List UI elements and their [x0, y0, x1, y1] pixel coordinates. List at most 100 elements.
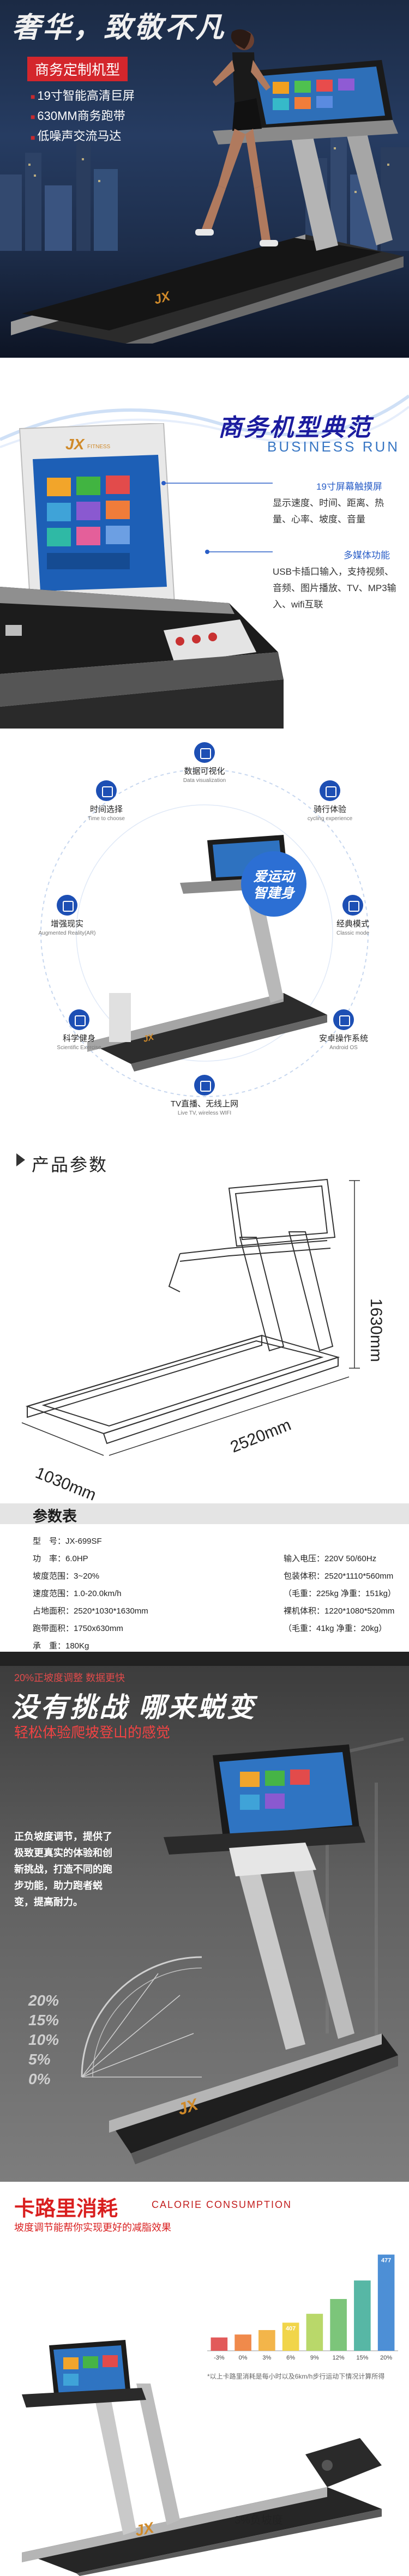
chart-tick-label: 0% — [239, 2355, 248, 2361]
tv-icon — [194, 1075, 215, 1096]
runner-figure — [195, 29, 278, 246]
params-row: 占地面积：2520*1030*1630mm 裸机体积：1220*1080*520m… — [33, 1603, 395, 1620]
grade-label: 5% — [28, 2051, 51, 2068]
dims-title: 产品参数 — [32, 1155, 109, 1175]
chart-bar — [210, 2337, 228, 2351]
feature-label: 骑行体验 — [313, 805, 346, 814]
calorie-section: JX 卡路里消耗 CALORIE CONSUMPTION 坡度调节能帮你实现更好… — [0, 2182, 409, 2576]
chart-tick-label: 9% — [310, 2355, 319, 2361]
ar-icon — [57, 895, 77, 916]
incline-treadmill-image: JX — [81, 1737, 404, 2164]
chart-data-label: 407 — [286, 2325, 296, 2332]
android-icon — [333, 1009, 354, 1030]
chart-tick-label: -3% — [214, 2355, 225, 2361]
feature-label: 增强现实 — [50, 919, 83, 929]
param-right: 裸机体积：1220*1080*520mm — [284, 1606, 395, 1616]
param-right: （毛重：41kg 净重：20kg） — [284, 1624, 387, 1633]
param-left: 功 率：6.0HP — [33, 1554, 88, 1563]
feature-circle-section: JX 爱运动 智建身 时间选择 Time to choose 数据可视化 Dat… — [0, 737, 409, 1128]
param-right: （毛重：225kg 净重：151kg） — [284, 1589, 396, 1598]
chart-bar — [354, 2280, 371, 2351]
hero-feature-list: 19寸智能高清巨屏 630MM商务跑带 低噪声交流马达 — [31, 86, 135, 147]
incline-kicker: 20%正坡度调整 数据更快 — [14, 1672, 125, 1683]
svg-text:JX: JX — [142, 1032, 155, 1044]
params-row: 承 重：180Kg — [33, 1638, 393, 1652]
mode-icon — [342, 895, 363, 916]
chart-bar — [306, 2314, 323, 2351]
section-divider — [0, 1652, 409, 1666]
feature-time: 时间选择 Time to choose — [65, 780, 147, 823]
fitness-icon — [69, 1009, 89, 1030]
feature-label: 科学健身 — [62, 1034, 95, 1043]
param-right — [213, 1638, 393, 1652]
calorie-title-en: CALORIE CONSUMPTION — [152, 2199, 292, 2210]
param-right — [213, 1533, 393, 1550]
calorie-subtitle: 坡度调节能帮你实现更好的减脂效果 — [14, 2222, 171, 2233]
params-row: 型 号：JX-699SF — [33, 1533, 393, 1550]
console-brand-sub: FITNESS — [87, 444, 111, 450]
params-title: 参数表 — [33, 1508, 77, 1525]
incline-grade-list: 20% 15% 10% 5% 0% — [28, 1991, 59, 2089]
chart-tick-label: 20% — [380, 2355, 392, 2361]
chart-bar — [234, 2334, 251, 2351]
param-left: 速度范围：1.0-20.0km/h — [33, 1589, 122, 1598]
badge-line: 智建身 — [253, 886, 294, 901]
media-feature-title: 多媒体功能 — [344, 550, 390, 561]
incline-title: 没有挑战 哪来蜕变 — [11, 1692, 256, 1723]
chart-bar — [377, 2254, 395, 2351]
params-row: 跑带面积：1750x630mm（毛重：41kg 净重：20kg） — [33, 1620, 393, 1638]
feature-science: 科学健身 Scientific Exercise — [38, 1009, 120, 1052]
param-right: 输入电压：220V 50/60Hz — [284, 1554, 377, 1563]
bike-icon — [320, 780, 340, 801]
treadmill-hero-image: JX — [11, 60, 404, 344]
feature-classic: 经典模式 Classic mode — [312, 895, 394, 937]
hero-section: 奢华，致敬不凡 商务定制机型 19寸智能高清巨屏 630MM商务跑带 低噪声交流… — [0, 0, 409, 358]
negative-slope-label: 3%负坡度 — [234, 2514, 283, 2526]
feature-label-en: Time to choose — [88, 816, 125, 822]
feature-label-en: Augmented Reality(AR) — [38, 930, 96, 936]
feature-ar: 增强现实 Augmented Reality(AR) — [26, 895, 108, 937]
console-title: 商务机型典范 — [218, 414, 372, 441]
hero-feature-item: 630MM商务跑带 — [31, 106, 135, 127]
chart-icon — [194, 742, 215, 763]
feature-label: 经典模式 — [336, 919, 369, 929]
feature-label-en: Live TV, wireless WIFI — [177, 1110, 232, 1116]
console-closeup-image: JX FITNESS — [0, 423, 284, 729]
hero-model-tag: 商务定制机型 — [27, 57, 128, 81]
hero-feature-item: 低噪声交流马达 — [31, 127, 135, 147]
chart-tick-label: 15% — [356, 2355, 368, 2361]
screen-feature-title: 19寸屏幕触摸屏 — [316, 482, 382, 492]
incline-section: JX 20%正坡度调整 数据更快 没有挑战 哪来蜕变 轻松体验爬坡登山的感觉 正… — [0, 1652, 409, 2182]
grade-label: 0% — [28, 2071, 51, 2087]
feature-label-en: cycling experience — [307, 816, 353, 822]
feature-label: 时间选择 — [89, 805, 123, 814]
dimensions-section: 产品参数 — [0, 1128, 409, 1652]
chart-tick-label: 6% — [286, 2355, 295, 2361]
feature-label-en: Classic mode — [336, 930, 370, 936]
media-feature-text: USB卡插口输入，支持视频、音频、图片播放、TV、MP3输入、wifi互联 — [273, 567, 396, 610]
param-left: 占地面积：2520*1030*1630mm — [33, 1606, 148, 1616]
clock-icon — [96, 780, 117, 801]
grade-label: 20% — [28, 1992, 59, 2009]
chart-bar — [258, 2330, 275, 2351]
chart-bar — [330, 2299, 347, 2351]
chart-data-label: 477 — [381, 2258, 391, 2264]
feature-label-en: Scientific Exercise — [57, 1045, 101, 1051]
calorie-note: *以上卡路里消耗是每小时以及6km/h步行运动下情况计算所得 — [207, 2373, 385, 2380]
params-row: 速度范围：1.0-20.0km/h （毛重：225kg 净重：151kg） — [33, 1585, 396, 1603]
feature-label-en: Data visualization — [183, 778, 226, 784]
incline-description: 正负坡度调节，提供了极致更真实的体验和创新挑战，打造不同的跑步功能，助力跑者蜕变… — [14, 1831, 112, 1907]
param-right: 包装体积：2520*1110*560mm — [284, 1572, 394, 1581]
console-subtitle: BUSINESS RUN — [267, 438, 400, 455]
feature-label: 数据可视化 — [184, 767, 225, 776]
param-left: 型 号：JX-699SF — [33, 1537, 102, 1546]
param-left: 承 重：180Kg — [33, 1641, 89, 1651]
triangle-icon — [16, 1153, 25, 1166]
incline-subtitle: 轻松体验爬坡登山的感觉 — [14, 1724, 171, 1741]
calorie-treadmill-image: JX — [22, 2340, 382, 2576]
hero-feature-item: 19寸智能高清巨屏 — [31, 86, 134, 106]
console-section: 商务机型典范 BUSINESS RUN JX FITNESS — [0, 358, 409, 737]
feature-cycling: 骑行体验 cycling experience — [289, 780, 371, 823]
